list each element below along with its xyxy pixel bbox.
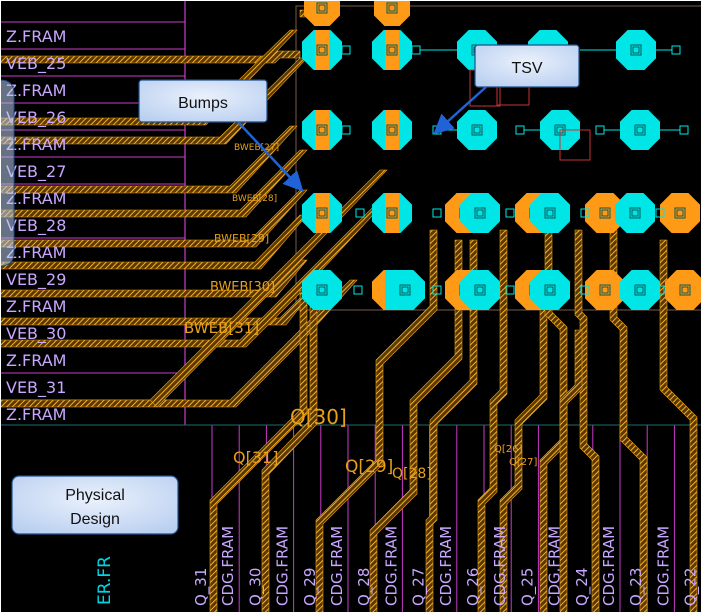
bump-pad [585, 270, 625, 310]
left-pin-labels: Z.FRAMVEB_25Z.FRAMVEB_26Z.FRAMVEB_27Z.FR… [6, 27, 66, 424]
net-label-q29: Q[29] [345, 457, 393, 477]
bottom-pin-label: CDG.FRAM [491, 526, 509, 606]
bump-pad [385, 270, 425, 310]
bottom-pin-label: Q_31 [192, 568, 211, 606]
net-label-bweb30: BWEB[30] [210, 280, 275, 295]
physical-design-callout: Physical Design [11, 475, 179, 535]
bumps-callout-label: Bumps [178, 95, 228, 112]
net-label-q31: Q[31] [233, 448, 278, 467]
bump-pad [372, 30, 412, 70]
net-label-q28: Q[28] [392, 466, 432, 482]
physical-design-line2: Design [70, 511, 120, 528]
bottom-pin-label: Q_30 [246, 568, 265, 606]
bump-pad [665, 270, 702, 310]
bump-pad [460, 270, 500, 310]
pin-label: Z.FRAM [6, 81, 66, 100]
bump-pad [460, 193, 500, 233]
bump-pad [616, 30, 656, 70]
bump-array [302, 0, 702, 310]
tsv [341, 45, 351, 55]
bottom-left-label: ER.FR [95, 556, 115, 605]
bottom-pin-label: CDG.FRAM [328, 526, 346, 606]
pin-label: VEB_26 [6, 108, 66, 128]
tsv [580, 208, 590, 218]
bottom-pin-label: CDG.FRAM [600, 526, 618, 606]
bottom-pin-label: Q_28 [355, 568, 374, 606]
bottom-pin-label: Q_29 [301, 568, 320, 606]
tsv [432, 285, 442, 295]
bump-pad [620, 270, 660, 310]
pin-label: Z.FRAM [6, 351, 66, 370]
net-label-q26: Q[26] [494, 444, 522, 455]
pin-label: Z.FRAM [6, 135, 66, 154]
left-partial-callout [0, 79, 15, 267]
bump-pad [372, 110, 412, 150]
bottom-pin-label: Q_23 [627, 568, 646, 606]
pin-label: Z.FRAM [6, 243, 66, 262]
net-label-bweb29: BWEB[29] [214, 232, 269, 245]
pin-label: VEB_25 [6, 54, 66, 74]
pin-label: VEB_28 [6, 216, 66, 236]
bottom-pin-label: Q_22 [682, 568, 701, 606]
bump-pad [615, 193, 655, 233]
bottom-pin-label: Q_24 [573, 568, 592, 606]
bumps-arrow [237, 121, 304, 192]
bump-pad [302, 30, 342, 70]
bottom-pin-label: CDG.FRAM [274, 526, 292, 606]
net-label-bweb31: BWEB[31] [184, 319, 259, 337]
bottom-pin-label: CDG.FRAM [546, 526, 564, 606]
tsv [580, 285, 590, 295]
bump-pad [660, 193, 700, 233]
pin-label: Z.FRAM [6, 27, 66, 46]
pin-label: VEB_29 [6, 270, 66, 290]
bump-pad [374, 0, 410, 26]
tsv-callout: TSV [474, 44, 580, 88]
net-label-bweb27: BWEB[27] [234, 143, 279, 153]
net-label-bweb28: BWEB[28] [232, 194, 277, 204]
pin-label: VEB_31 [6, 378, 66, 398]
pin-label: VEB_27 [6, 162, 66, 182]
pin-label: Z.FRAM [6, 297, 66, 316]
tsv [505, 208, 515, 218]
pin-label: VEB_30 [6, 324, 66, 344]
bottom-pin-label: CDG.FRAM [382, 526, 400, 606]
physical-design-line1: Physical [65, 487, 125, 504]
bottom-pin-label: CDG.FRAM [219, 526, 237, 606]
tsv [341, 125, 351, 135]
bottom-pin-label: Q_26 [464, 568, 483, 606]
tsv [655, 208, 665, 218]
bump-pad [620, 110, 660, 150]
bottom-pin-labels: Q_31 CDG.FRAM Q_30 CDG.FRAM Q_29 CDG.FRAM Q_28… [192, 526, 701, 606]
bump-pad [302, 270, 342, 310]
bump-pad [302, 110, 342, 150]
net-label-q30: Q[30] [290, 405, 347, 429]
bump-pad [457, 110, 497, 150]
bump-pad [585, 193, 625, 233]
pin-label: Z.FRAM [6, 189, 66, 208]
tsv [355, 208, 365, 218]
bump-pad [372, 193, 412, 233]
bumps-callout: Bumps [138, 79, 268, 123]
tsv [655, 285, 665, 295]
bump-pad [530, 270, 570, 310]
bottom-pin-label: Q_25 [518, 568, 537, 606]
pin-label: Z.FRAM [6, 405, 66, 424]
bump-pad [304, 0, 340, 26]
bump-pad [530, 193, 570, 233]
bump-pad [302, 193, 342, 233]
tsv-arrow [433, 86, 487, 135]
net-label-q27: Q[27] [509, 457, 537, 468]
tsv [505, 285, 515, 295]
bottom-pin-label: Q_27 [410, 568, 429, 606]
bottom-pin-label: CDG.FRAM [437, 526, 455, 606]
tsv [432, 208, 442, 218]
tsv [353, 285, 363, 295]
tsv-callout-label: TSV [511, 60, 542, 77]
bottom-pin-label: CDG.FRAM [654, 526, 672, 606]
